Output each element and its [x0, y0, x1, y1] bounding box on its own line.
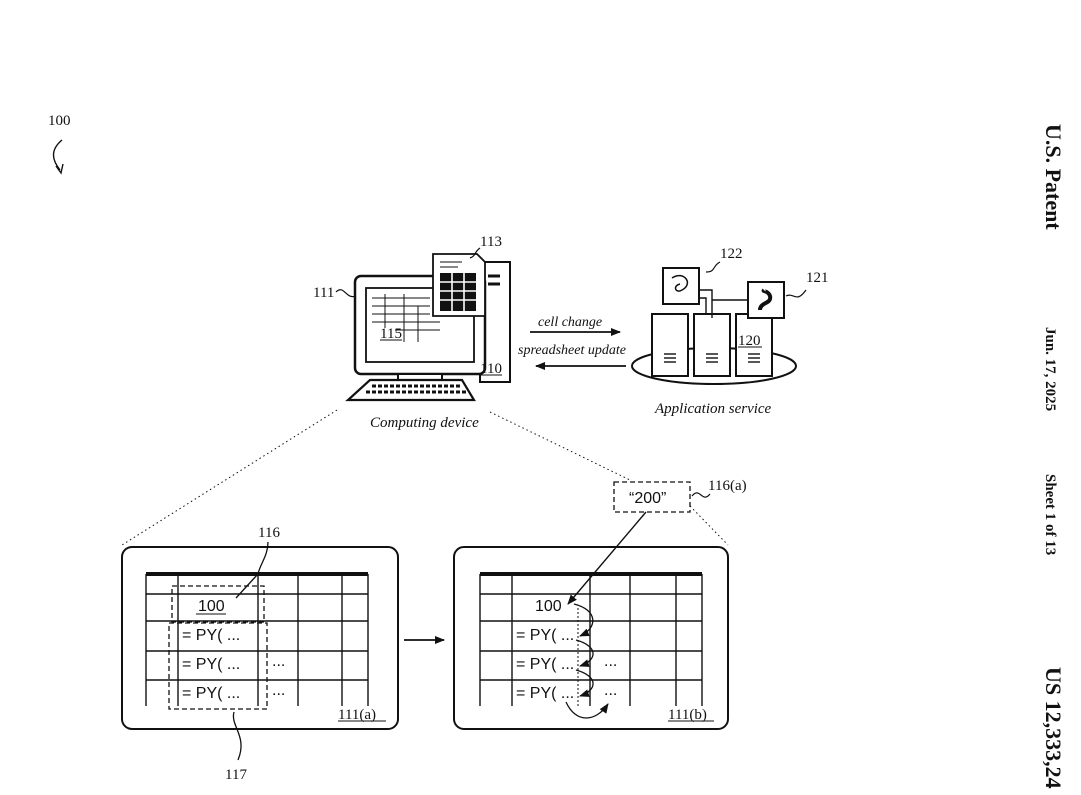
header-date: Jun. 17, 2025: [1042, 327, 1058, 411]
cell-formula-b-2: = PY( ...: [516, 656, 574, 673]
label-cell-change: cell change: [538, 315, 602, 330]
zoom-line-right: [690, 506, 728, 545]
service-module-121: [748, 282, 784, 318]
cell-ellipsis-b-2: ...: [604, 682, 617, 699]
ref-service-module-b: 122: [720, 246, 743, 262]
cell-formula-b-1: = PY( ...: [516, 627, 574, 644]
ref-spreadsheet-doc: 113: [480, 234, 502, 250]
cell-formula-a-2: = PY( ...: [182, 656, 240, 673]
zoom-line-mid: [490, 412, 630, 480]
header-sheet: Sheet 1 of 13: [1042, 474, 1058, 555]
label-spreadsheet-update: spreadsheet update: [518, 343, 626, 358]
header-us-patent: U.S. Patent: [1041, 124, 1066, 230]
server-2: [694, 314, 730, 376]
header-patent-number: US 12,333,24: [1041, 667, 1066, 789]
panel-111a: 100 = PY( ... = PY( ... = PY( ... ... ..…: [122, 525, 398, 783]
server-1: [652, 314, 688, 376]
ref-cell-group: 116: [258, 525, 280, 541]
ref-formula-group: 117: [225, 767, 247, 783]
computing-device: 115 113 111 110 Computing device: [313, 234, 510, 431]
figure-ref-hook: [54, 140, 63, 170]
new-value-text: “200”: [629, 490, 666, 507]
cell-value-b: 100: [535, 598, 562, 615]
cell-formula-a-1: = PY( ...: [182, 627, 240, 644]
service-module-122: [663, 268, 699, 304]
ref-new-value: 116(a): [708, 478, 747, 494]
caption-application-service: Application service: [654, 401, 772, 417]
panel-111b: 100 = PY( ... = PY( ... = PY( ... ... ..…: [454, 547, 728, 729]
keyboard: [348, 380, 474, 400]
ref-figure-number: 100: [48, 113, 71, 129]
document-grid: [440, 273, 476, 311]
cell-formula-b-3: = PY( ...: [516, 685, 574, 702]
application-service: 120 122 121 Application service: [632, 246, 829, 417]
zoom-line-left: [122, 410, 337, 545]
ref-service-module-a: 121: [806, 270, 829, 286]
ref-display: 111: [313, 285, 334, 301]
caption-computing-device: Computing device: [370, 415, 479, 431]
cell-formula-a-3: = PY( ...: [182, 685, 240, 702]
cell-value-a: 100: [198, 598, 225, 615]
cell-ellipsis-a-2: ...: [272, 682, 285, 699]
cell-ellipsis-a-1: ...: [272, 653, 285, 670]
cell-ellipsis-b-1: ...: [604, 653, 617, 670]
patent-header: U.S. Patent Jun. 17, 2025 Sheet 1 of 13 …: [1041, 124, 1066, 789]
